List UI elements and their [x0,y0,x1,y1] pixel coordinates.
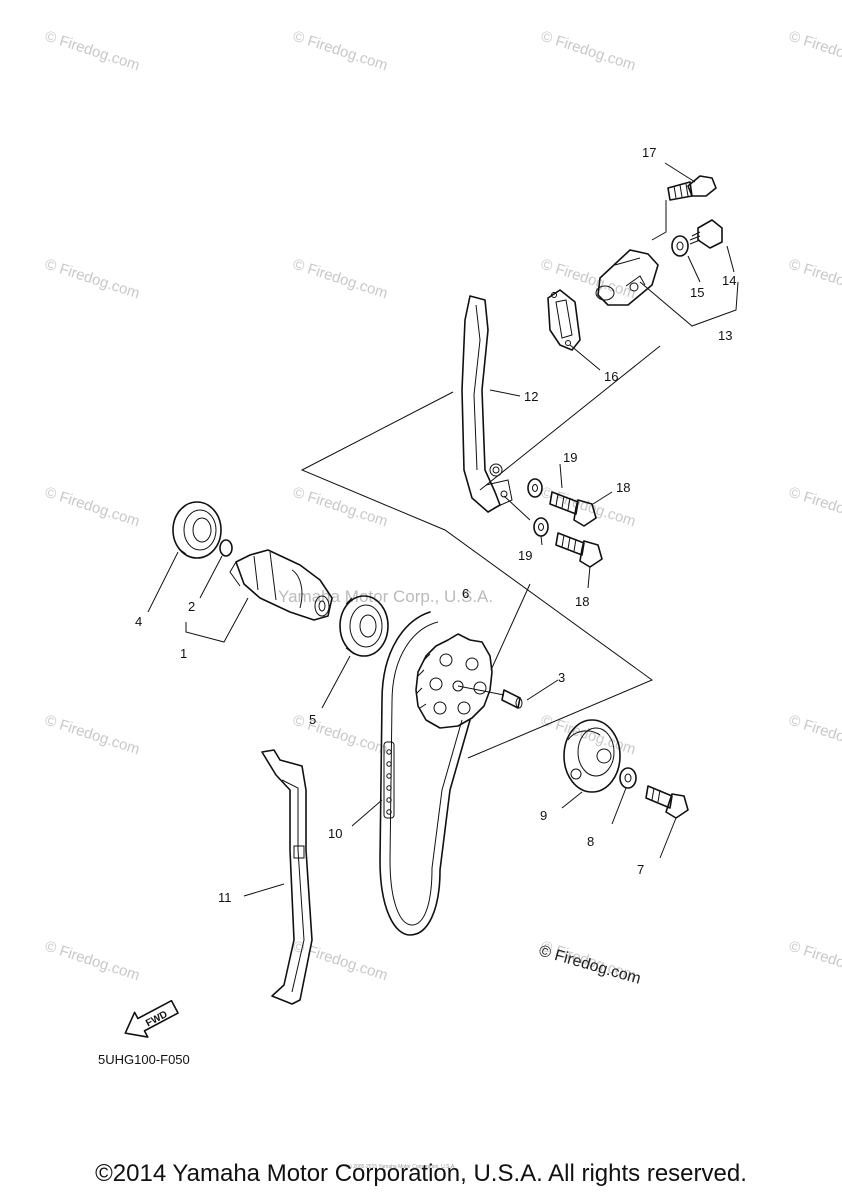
callout-16: 16 [604,369,618,384]
diagram-code: 5UHG100-F050 [98,1052,190,1067]
watermark-15: © Firedog.com [787,712,842,759]
callout-5: 5 [309,712,316,727]
watermark-1: © Firedog.com [291,28,390,75]
callout-19-lower: 19 [518,548,532,563]
watermark-group: © Firedog.com © Firedog.com © Firedog.com ©… [43,28,842,985]
callout-3: 3 [558,670,565,685]
washer-15 [671,235,689,257]
callout-18-upper: 18 [616,480,630,495]
washer-19-lower [533,517,549,537]
bearing-4 [172,501,222,559]
center-watermark: Yamaha Motor Corp., U.S.A. [278,587,493,606]
cam-sprocket-6 [415,633,493,729]
watermark-9: © Firedog.com [291,484,390,531]
fwd-arrow: FWD [124,999,179,1038]
callout-11: 11 [218,890,232,905]
callout-2: 2 [188,599,195,614]
watermark-8: © Firedog.com [43,484,142,531]
watermark-11: © Firedog.com [787,484,842,531]
bearing-5 [339,595,389,657]
tiny-copyright-note: (c) 2005-2015 Yamaha Motor Corporation, … [346,1164,456,1170]
tensioner-guide-12 [461,295,513,513]
watermark-16: © Firedog.com [43,938,142,985]
callout-6: 6 [462,586,469,601]
camshaft-1 [229,549,333,621]
washer-19-upper-hole [532,484,538,492]
watermark-7: © Firedog.com [787,256,842,303]
washer-8-hole [624,773,632,783]
watermark-17: © Firedog.com [291,938,390,985]
cam-chain-10 [379,611,471,936]
callout-4: 4 [135,614,142,629]
watermark-14: © Firedog.com [539,712,638,759]
bolt-18-upper [549,491,597,527]
callout-9: 9 [540,808,547,823]
washer-15-hole [676,241,684,251]
callout-10: 10 [328,826,342,841]
callout-8: 8 [587,834,594,849]
watermark-13: © Firedog.com [291,712,390,759]
bolt-14 [689,219,723,249]
callout-14: 14 [722,273,736,288]
callout-7: 7 [637,862,644,877]
washer-8 [619,767,637,789]
watermark-3: © Firedog.com [787,28,842,75]
bolt-18-lower [555,532,603,568]
decompressor-plate-9 [563,719,621,793]
callout-19-upper: 19 [563,450,577,465]
bolt-17 [667,175,717,201]
watermark-5: © Firedog.com [291,256,390,303]
watermark-19: © Firedog.com [787,938,842,985]
callout-12: 12 [524,389,538,404]
watermark-12: © Firedog.com [43,712,142,759]
gasket-16 [547,289,581,351]
washer-19-upper [527,478,543,498]
pin-2 [219,539,233,557]
watermark-4: © Firedog.com [43,256,142,303]
reference-outline [300,391,654,759]
dowel-pin-3 [457,685,523,709]
bolt-7 [645,785,689,819]
watermark-0: © Firedog.com [43,28,142,75]
callout-18-lower: 18 [575,594,589,609]
fwd-label: FWD [144,1009,169,1029]
washer-19-lower-hole [538,523,544,531]
chain-links [383,741,395,819]
tensioner-assembly-13 [595,249,659,306]
chain-guide-11 [261,749,313,1005]
copyright-footer: ©2014 Yamaha Motor Corporation, U.S.A. A… [95,1160,747,1187]
callout-15: 15 [690,285,704,300]
watermark-2: © Firedog.com [539,28,638,75]
callout-labels: 17 14 15 13 16 12 19 18 19 18 6 3 4 2 1 … [135,145,736,905]
callout-13: 13 [718,328,732,343]
callout-1: 1 [180,646,187,661]
leader-lines [147,162,739,897]
callout-17: 17 [642,145,656,160]
